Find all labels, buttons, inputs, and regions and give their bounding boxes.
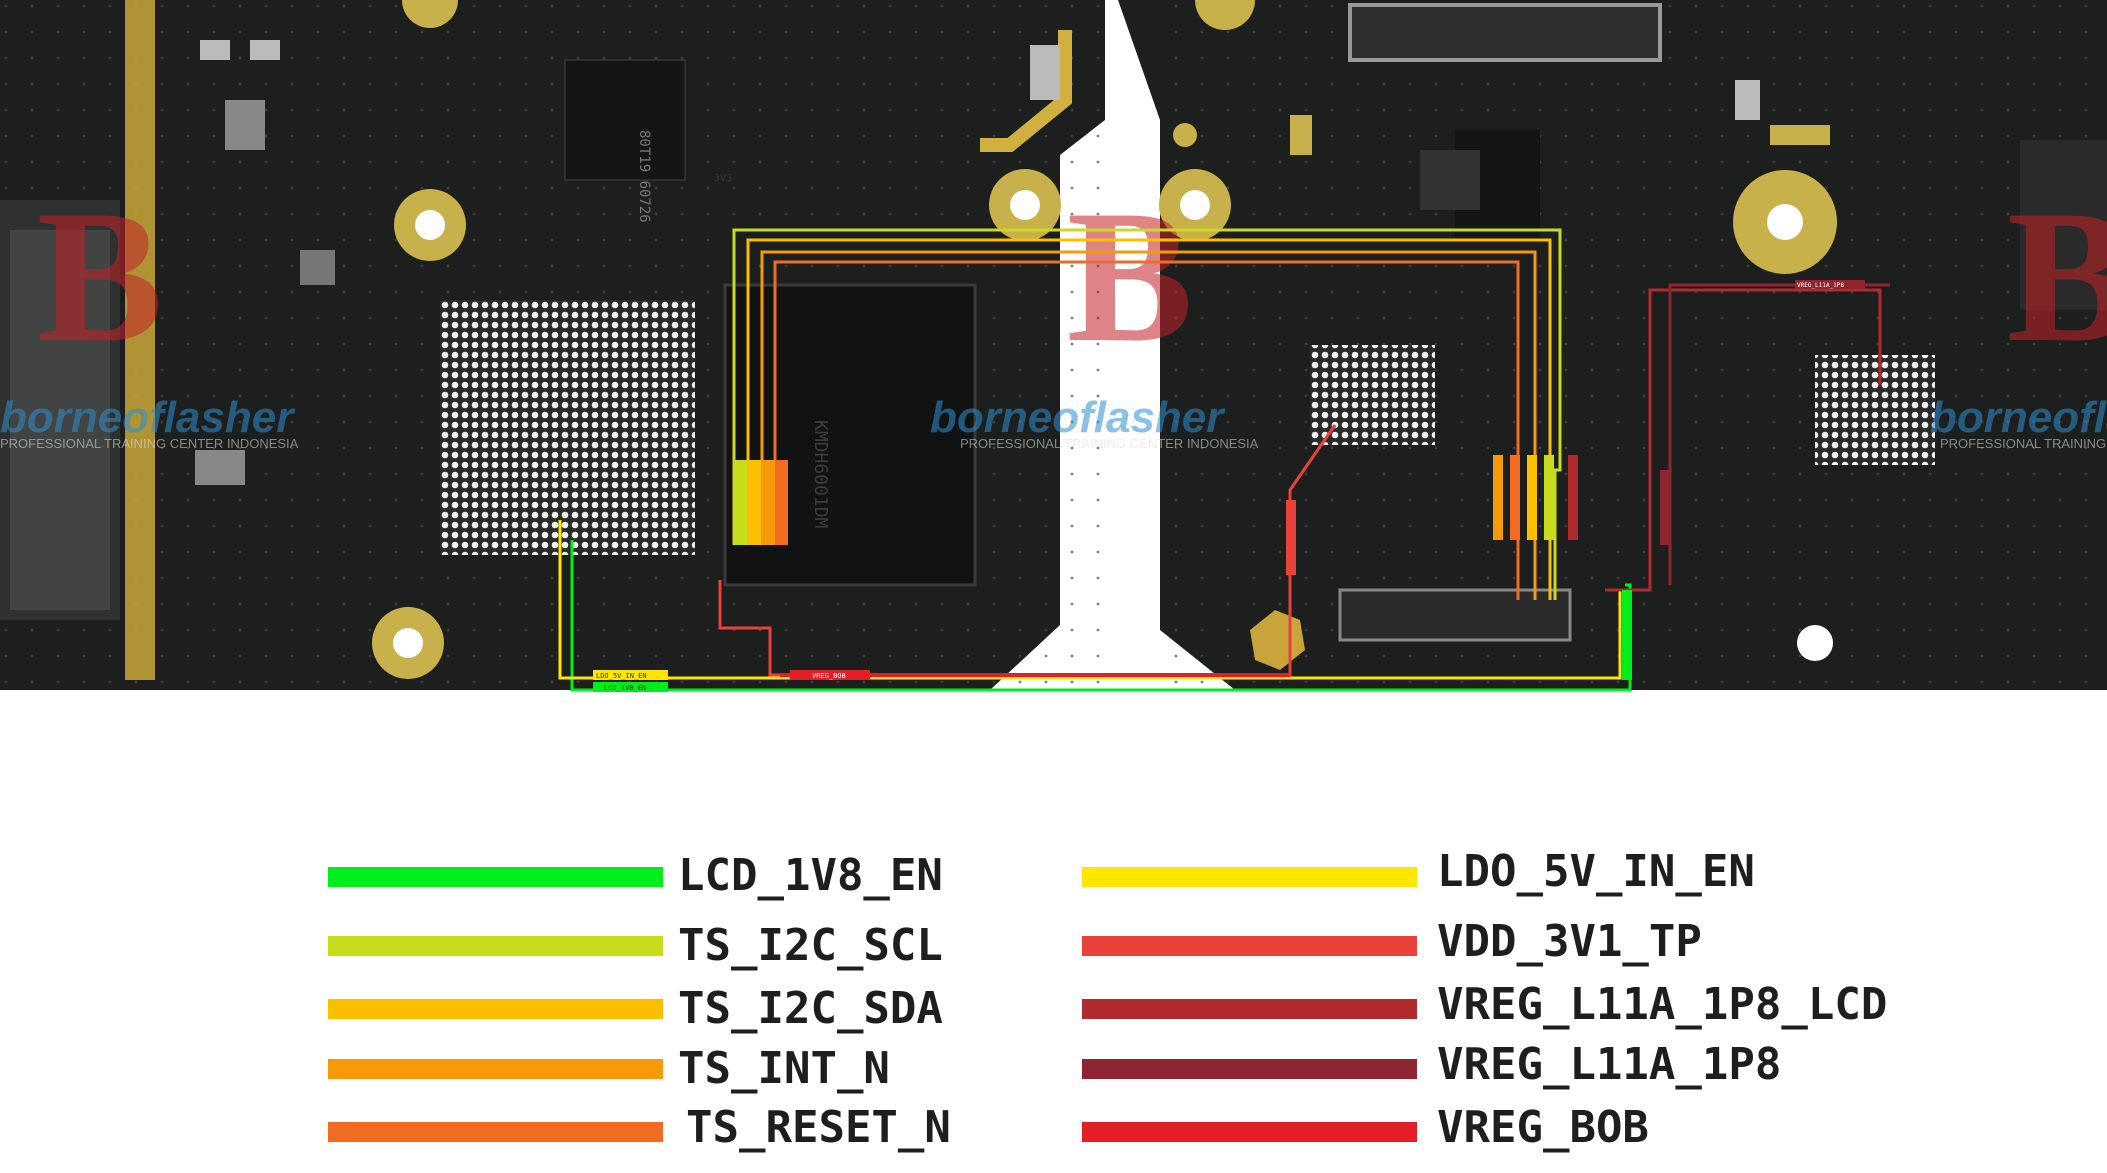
legend-swatch-vreg-l11a-1p8 <box>1082 1059 1417 1079</box>
lcd-connector <box>1338 588 1572 642</box>
legend-label-ts-i2c-sda: TS_I2C_SDA <box>678 983 943 1034</box>
tag-lcd-1v8-en-text: LCD_1V8_EN <box>604 684 646 692</box>
legend-swatch-ts-i2c-scl <box>328 936 663 956</box>
watermark-logo: B <box>37 172 164 382</box>
left-ic-chip <box>564 59 686 181</box>
legend-label-ts-int-n: TS_INT_N <box>678 1043 890 1094</box>
legend-swatch-ts-int-n <box>328 1059 663 1079</box>
legend-label-ldo-5v-in-en: LDO_5V_IN_EN <box>1437 846 1755 897</box>
right-board-half <box>1118 0 2107 690</box>
trace-tags: LDO_5V_IN_EN LCD_1V8_EN VREG_BOB VREG_L1… <box>593 280 1865 692</box>
watermark-tagline: PROFESSIONAL TRAINING CENTER INDONESIA <box>960 436 1259 451</box>
legend-label-vdd-3v1-tp: VDD_3V1_TP <box>1437 916 1702 967</box>
trace-ts-i2c-scl <box>732 228 1562 600</box>
legend-label-vreg-l11a-1p8: VREG_L11A_1P8 <box>1437 1039 1782 1090</box>
legend-label-ts-reset-n: TS_RESET_N <box>686 1102 951 1153</box>
watermark-brand: borneoflasher <box>0 393 296 442</box>
watermark-brand: borneoflasher <box>930 393 1226 442</box>
trace-vdd-3v1-tp <box>718 424 1337 677</box>
legend-swatch-vreg-bob <box>1082 1122 1417 1142</box>
trace-lcd-1v8-en <box>570 540 1632 692</box>
tag-vreg-bob-text: VREG_BOB <box>812 672 846 680</box>
trace-ldo-5v-in-en <box>558 520 1622 680</box>
legend-label-lcd-1v8-en: LCD_1V8_EN <box>678 850 943 901</box>
left-ic-marking: 80T19 60726 <box>636 130 652 223</box>
legend-swatch-vreg-l11a-1p8-lcd <box>1082 999 1417 1019</box>
tag-vreg-l11a-1p8 <box>1795 280 1865 289</box>
tag-ldo-5v-in-en-text: LDO_5V_IN_EN <box>596 672 647 680</box>
tag-vreg-bob <box>790 670 870 680</box>
legend-swatch-lcd-1v8-en <box>328 867 663 887</box>
trace-vreg-l11a-1p8-lcd <box>1605 288 1882 592</box>
legend-swatch-ldo-5v-in-en <box>1082 867 1417 887</box>
watermark-logo: B <box>2007 172 2107 382</box>
watermark-logo: B <box>1067 172 1194 382</box>
tag-lcd-1v8-en <box>593 682 668 692</box>
left-board-half <box>0 0 1105 690</box>
trace-ts-reset-n <box>773 260 1520 600</box>
legend-label-ts-i2c-scl: TS_I2C_SCL <box>678 920 943 971</box>
legend-label-vreg-l11a-1p8-lcd: VREG_L11A_1P8_LCD <box>1437 979 1888 1030</box>
watermark: B B B borneoflasher borneoflasher borneo… <box>0 172 2107 451</box>
legend-swatch-ts-i2c-sda <box>328 999 663 1019</box>
emmc-marking: KMDH6001DM <box>810 420 831 529</box>
watermark-tagline: PROFESSIONAL TRAINING CENTER INDONESIA <box>0 436 299 451</box>
watermark-tagline: PROFESSIONAL TRAINING CENTER INDONESIA <box>1940 436 2107 451</box>
board-connector-top <box>1348 3 1662 62</box>
legend-swatch-vdd-3v1-tp <box>1082 936 1417 956</box>
right-bga-pad-2 <box>1815 355 1935 465</box>
watermark-brand: borneoflasher <box>1930 393 2107 442</box>
tag-vreg-l11a-1p8-text: VREG_L11A_1P8 <box>1797 282 1844 289</box>
small-component-marking: 3V3 <box>714 173 732 184</box>
pcb-board-photo: B B B borneoflasher borneoflasher borneo… <box>0 0 2107 692</box>
tag-ldo-5v-in-en <box>593 670 668 680</box>
legend-label-vreg-bob: VREG_BOB <box>1437 1102 1649 1153</box>
trace-ts-int-n <box>760 250 1537 600</box>
legend-swatch-ts-reset-n <box>328 1122 663 1142</box>
right-bga-pad-1 <box>1310 345 1435 445</box>
left-bga-pad <box>440 300 695 555</box>
